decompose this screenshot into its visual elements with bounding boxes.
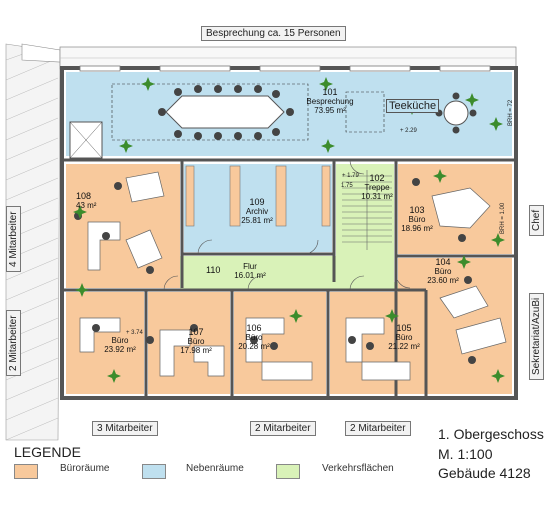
legend-title: LEGENDE: [14, 444, 81, 460]
room-104-area: 23.60 m²: [427, 276, 459, 285]
windows-top: [79, 65, 491, 72]
room-101-name: Besprechung: [306, 97, 354, 106]
room-A-name: Büro: [111, 336, 129, 345]
right-label-lower: Sekretariat/AzuBi: [529, 292, 544, 380]
info-floor: 1. Obergeschoss: [438, 426, 544, 442]
top-label: Besprechung ca. 15 Personen: [201, 26, 346, 41]
office-chairs: [74, 178, 476, 364]
room-101-label: 101 Besprechung 73.95 m²: [300, 87, 360, 116]
level-marker-1: + 2.29: [400, 128, 417, 134]
level-marker-3: + 3.74: [126, 330, 143, 336]
corridor-fill: [180, 256, 440, 290]
room-A-area: 23.92 m²: [104, 345, 136, 354]
legend-swatch-traffic: [276, 464, 300, 479]
legend-label-aux: Nebenräume: [186, 463, 244, 474]
level-marker-2: + 1.79: [342, 173, 359, 179]
room-107-number: 107: [188, 327, 204, 337]
room-107-area: 17.98 m²: [180, 346, 212, 355]
bottom-label-left: 3 Mitarbeiter: [92, 421, 158, 436]
room-108-fill: [66, 164, 180, 288]
info-scale: M. 1:100: [438, 446, 493, 462]
staircase: [342, 170, 392, 250]
right-label-upper: Chef: [529, 204, 544, 236]
room-105-label: 105 Büro 21.22 m²: [386, 323, 422, 352]
roof-edge: [59, 46, 517, 70]
room-103-label: 103 Büro 18.96 m²: [400, 205, 434, 234]
room-109-label: 109 Archiv 25.81 m²: [232, 197, 282, 226]
legend-swatch-aux: [142, 464, 166, 479]
room-107-name: Büro: [187, 337, 205, 346]
room-109-number: 109: [249, 197, 265, 207]
room-108-area: 43 m²: [76, 201, 97, 210]
room-102-area: 10.31 m²: [361, 192, 393, 201]
room-106-area: 20.28 m²: [238, 342, 270, 351]
room-103-name: Büro: [408, 215, 426, 224]
room-104-name: Büro: [434, 267, 452, 276]
room-105-number: 105: [396, 323, 412, 333]
brh-label-b: BRH = 1.00: [500, 202, 506, 234]
room-101-area: 73.95 m²: [314, 106, 346, 115]
bottom-label-right: 2 Mitarbeiter: [345, 421, 411, 436]
room-A-fill: [66, 292, 144, 394]
room-109-name: Archiv: [245, 207, 269, 216]
room-109-fill: [184, 164, 332, 252]
room-105-name: Büro: [395, 333, 413, 342]
conference-table: [158, 85, 294, 140]
room-103-number: 103: [409, 205, 425, 215]
door-swings: [163, 159, 411, 291]
archive-shelves: [185, 165, 331, 227]
teekueche-table: [435, 92, 477, 134]
room-110-number: 110: [206, 265, 221, 275]
room-106-label: 106 Büro 20.28 m²: [236, 323, 272, 352]
info-building: Gebäude 4128: [438, 465, 531, 481]
interior-walls: [64, 158, 514, 396]
teekueche-label: Teeküche: [386, 99, 440, 113]
room-102-name: Treppe: [364, 183, 390, 192]
room-108-number: 108: [76, 191, 92, 201]
dashed-zones: [111, 83, 385, 141]
legend-label-traffic: Verkehrsflächen: [322, 463, 394, 474]
room-106-name: Büro: [245, 333, 263, 342]
left-label-lower: 2 Mitarbeiter: [6, 310, 21, 376]
office-desks: [79, 171, 507, 381]
legend-label-office: Büroräume: [60, 463, 110, 474]
room-104-number: 104: [435, 257, 451, 267]
room-110-name: Flur: [243, 262, 257, 271]
brh-label-a: BRH = 72: [508, 99, 514, 126]
room-110-label: 110 Flur 16.01 m²: [206, 262, 276, 280]
room-103-area: 18.96 m²: [401, 224, 433, 233]
level-marker-4: 1.75: [341, 183, 353, 189]
room-102-number: 102: [369, 173, 385, 183]
room-101-number: 101: [322, 87, 338, 97]
room-107-label: 107 Büro 17.98 m²: [178, 327, 214, 356]
room-108-label: 108 43 m²: [76, 191, 106, 211]
room-102-label: 102 Treppe 10.31 m²: [352, 173, 402, 202]
room-106-number: 106: [246, 323, 262, 333]
left-label-upper: 4 Mitarbeiter: [6, 206, 21, 272]
room-A-label: Büro 23.92 m²: [100, 336, 140, 354]
bottom-label-mid: 2 Mitarbeiter: [250, 421, 316, 436]
room-110-area: 16.01 m²: [234, 271, 266, 280]
plants: [73, 77, 505, 383]
room-104-label: 104 Büro 23.60 m²: [426, 257, 460, 286]
room-105-area: 21.22 m²: [388, 342, 420, 351]
legend-swatch-office: [14, 464, 38, 479]
room-109-area: 25.81 m²: [241, 216, 273, 225]
